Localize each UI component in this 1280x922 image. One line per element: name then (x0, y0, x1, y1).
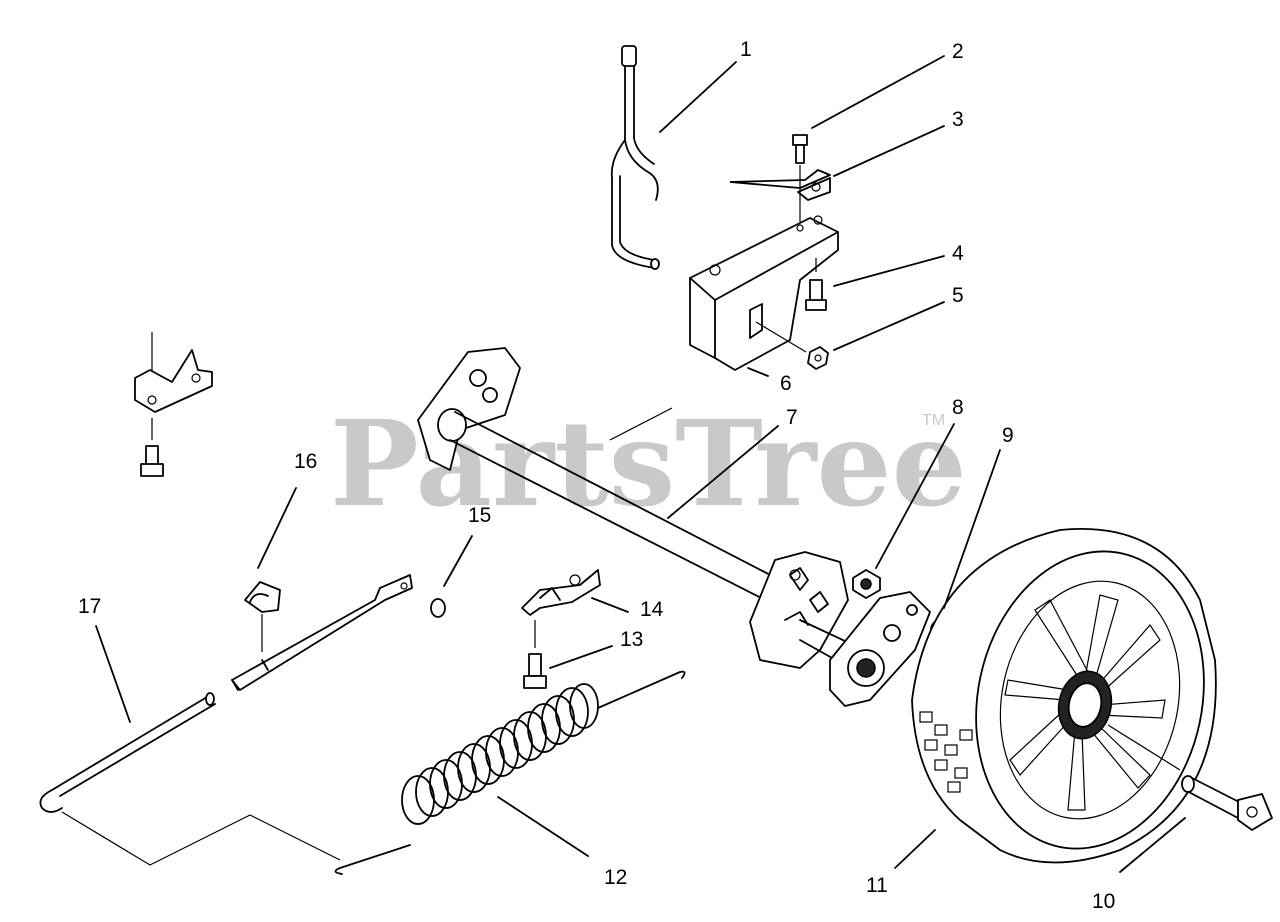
callout-17: 17 (78, 595, 101, 618)
callout-7: 7 (786, 406, 798, 429)
part-nut-bracket[interactable] (755, 321, 829, 370)
part-nut-axle[interactable] (852, 569, 881, 599)
part-adjuster[interactable] (231, 574, 413, 691)
part-bracket[interactable] (689, 215, 839, 371)
callout-11: 11 (866, 874, 888, 897)
callout-3: 3 (952, 108, 964, 131)
callout-10: 10 (1092, 890, 1115, 913)
watermark-trademark: TM (922, 412, 945, 429)
part-spring[interactable] (334, 670, 686, 875)
part-retaining-ring[interactable] (430, 598, 446, 618)
part-axle[interactable] (417, 347, 931, 707)
part-clip-plate[interactable] (521, 569, 601, 616)
part-bolt-bracket[interactable] (805, 258, 827, 311)
callout-6: 6 (780, 372, 792, 395)
part-plate[interactable] (729, 169, 831, 201)
callout-8: 8 (952, 396, 964, 419)
callout-13: 13 (620, 628, 643, 651)
callout-labels: 1 2 3 4 5 6 7 8 9 10 11 12 13 14 15 16 1… (78, 38, 1115, 913)
leader-lines (95, 55, 1186, 873)
callout-2: 2 (952, 40, 964, 63)
part-wheel-bolt[interactable] (1107, 724, 1273, 831)
part-handle-rod[interactable] (610, 45, 660, 270)
part-bolt-small[interactable] (792, 134, 808, 222)
callout-16: 16 (294, 450, 317, 473)
part-bracket-left[interactable] (134, 332, 213, 477)
callout-12: 12 (604, 866, 627, 889)
axle-leader (609, 407, 673, 441)
part-bolt-clip[interactable] (523, 620, 547, 689)
callout-5: 5 (952, 284, 964, 307)
callout-14: 14 (640, 598, 664, 621)
part-rod[interactable] (39, 692, 341, 866)
callout-9: 9 (1002, 424, 1014, 447)
callout-1: 1 (740, 38, 752, 61)
callout-15: 15 (468, 504, 491, 527)
part-wheel[interactable] (911, 528, 1231, 870)
callout-4: 4 (952, 242, 964, 265)
